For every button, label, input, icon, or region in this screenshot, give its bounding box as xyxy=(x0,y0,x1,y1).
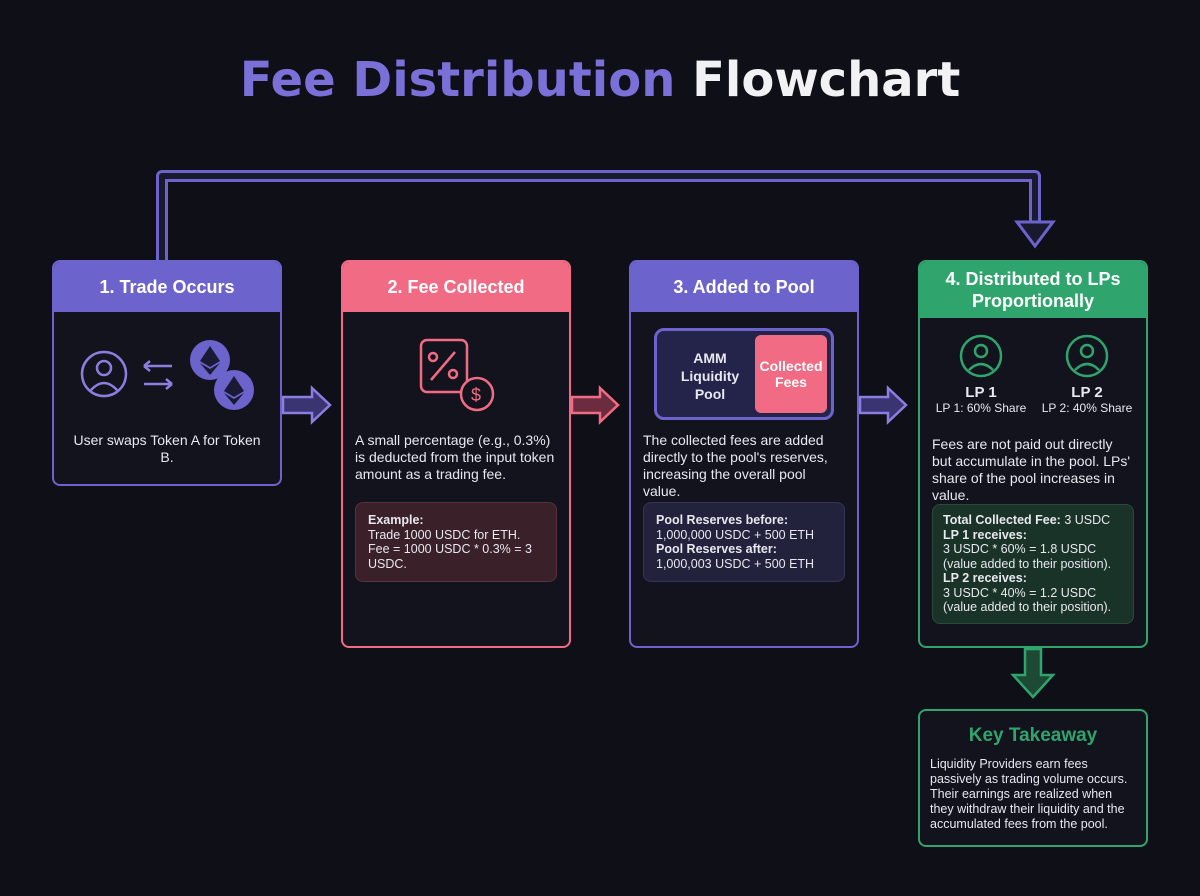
arrow-down-icon xyxy=(1014,220,1056,249)
lp1-note: (value added to their position). xyxy=(943,556,1112,571)
step-header: 3. Added to Pool xyxy=(631,262,857,312)
percent-dollar-icon: $ xyxy=(419,338,495,412)
before-value: 1,000,000 USDC + 500 ETH xyxy=(656,527,815,542)
after-value: 1,000,003 USDC + 500 ETH xyxy=(656,556,815,571)
arrow-right-icon xyxy=(858,385,908,425)
before-label: Pool Reserves before: xyxy=(656,513,788,527)
lp1-share: LP 1: 60% Share xyxy=(935,401,1027,415)
step-description: Fees are not paid out directly but accum… xyxy=(932,436,1131,503)
step-header: 2. Fee Collected xyxy=(343,262,569,312)
lp2-share: LP 2: 40% Share xyxy=(1041,401,1133,415)
fee-illustration: $ xyxy=(343,312,569,432)
example-line: Fee = 1000 USDC * 0.3% = 3 USDC. xyxy=(368,542,532,571)
user-icon xyxy=(80,350,128,398)
step-header: 4. Distributed to LPs Proportionally xyxy=(920,262,1146,318)
after-label: Pool Reserves after: xyxy=(656,542,777,556)
example-box: Example: Trade 1000 USDC for ETH. Fee = … xyxy=(355,502,557,582)
lp2-note: (value added to their position). xyxy=(943,600,1112,614)
takeaway-text: Liquidity Providers earn fees passively … xyxy=(930,757,1128,831)
ethereum-token-icon xyxy=(190,340,254,410)
lp2-name: LP 2 xyxy=(1071,384,1103,401)
step-description: The collected fees are added directly to… xyxy=(643,432,828,499)
reserves-box: Pool Reserves before: 1,000,000 USDC + 5… xyxy=(643,502,845,582)
step-card-fee-collected: 2. Fee Collected $ A small percentage (e… xyxy=(341,260,571,648)
lp2-calc: 3 USDC * 40% = 1.2 USDC xyxy=(943,585,1097,600)
arrow-right-icon xyxy=(281,385,332,425)
distribution-box: Total Collected Fee: 3 USDC LP 1 receive… xyxy=(932,504,1134,624)
pool-illustration: AMM Liquidity Pool Collected Fees xyxy=(631,312,857,432)
example-label: Example: xyxy=(368,513,424,527)
total-value: 3 USDC xyxy=(1064,513,1111,527)
user-icon xyxy=(1065,334,1109,378)
step-card-added-to-pool: 3. Added to Pool AMM Liquidity Pool Coll… xyxy=(629,260,859,648)
step-description: A small percentage (e.g., 0.3%) is deduc… xyxy=(355,432,555,482)
lp1-receives: LP 1 receives: xyxy=(943,527,1027,542)
arrow-down-icon xyxy=(1010,647,1056,699)
collected-fees-label: Collected Fees xyxy=(755,335,827,413)
lp1-calc: 3 USDC * 60% = 1.8 USDC xyxy=(943,542,1097,556)
step-description: User swaps Token A for Token B. xyxy=(73,432,261,465)
key-takeaway-card: Key Takeaway Liquidity Providers earn fe… xyxy=(918,709,1148,847)
example-line: Trade 1000 USDC for ETH. xyxy=(368,527,521,542)
loop-connector xyxy=(156,170,1041,260)
total-label: Total Collected Fee: xyxy=(943,513,1061,527)
page-title: Fee Distribution Flowchart xyxy=(239,52,961,108)
step-card-distributed: 4. Distributed to LPs Proportionally LP … xyxy=(918,260,1148,648)
takeaway-title: Key Takeaway xyxy=(968,725,1098,746)
step-card-trade: 1. Trade Occurs User swaps Token A for T… xyxy=(52,260,282,486)
arrow-right-icon xyxy=(570,385,620,425)
swap-illustration xyxy=(54,312,280,432)
swap-arrows-icon xyxy=(143,360,173,390)
user-icon xyxy=(959,334,1003,378)
svg-text:$: $ xyxy=(471,385,481,405)
step-header: 1. Trade Occurs xyxy=(54,262,280,312)
lp1-name: LP 1 xyxy=(965,384,997,401)
lp-illustration: LP 1 LP 1: 60% Share LP 2 LP 2: 40% Shar… xyxy=(920,318,1146,436)
lp2-receives: LP 2 receives: xyxy=(943,571,1027,585)
pool-label: AMM Liquidity Pool xyxy=(680,350,740,402)
